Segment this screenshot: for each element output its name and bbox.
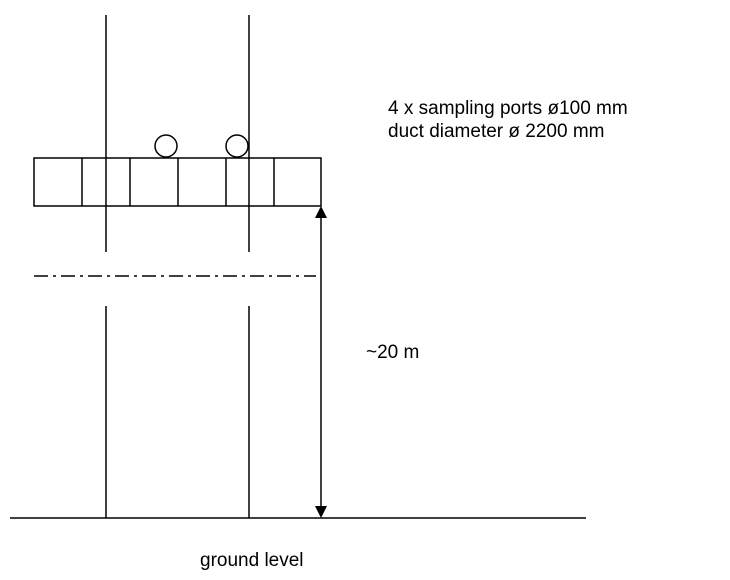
ground-level-label: ground level <box>200 550 304 571</box>
height-arrow-top <box>315 206 327 218</box>
height-label: ~20 m <box>366 342 420 363</box>
duct-diameter-spec: duct diameter ø 2200 mm <box>388 121 605 142</box>
sampling-ports-spec: 4 x sampling ports ø100 mm <box>388 98 628 119</box>
sampling-port <box>154 134 178 158</box>
height-arrow-bottom <box>315 506 327 518</box>
sampling-port <box>225 134 249 158</box>
